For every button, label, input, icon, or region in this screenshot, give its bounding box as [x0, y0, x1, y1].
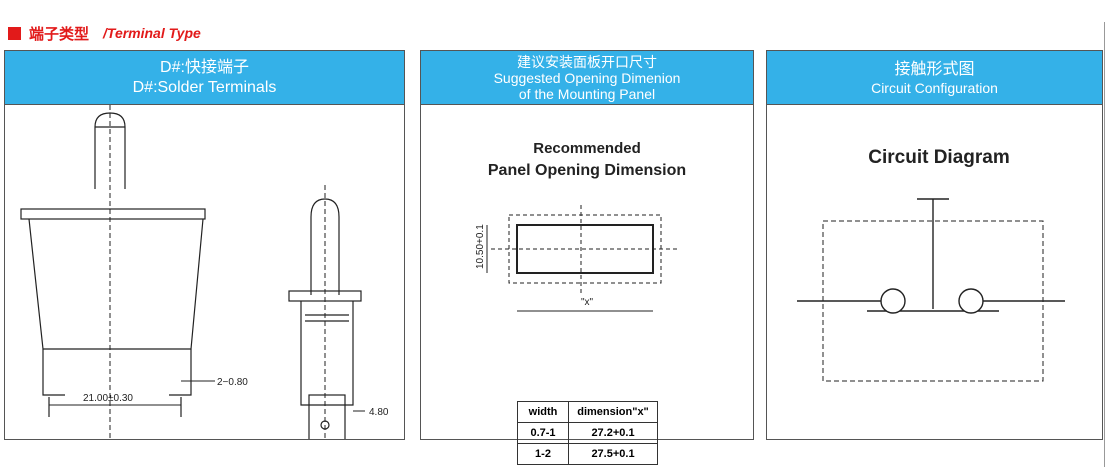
section-title-cn: 端子类型: [29, 25, 90, 43]
opening-drawing: Recommended Panel Opening Dimension 10.5…: [475, 140, 686, 312]
section-title-en: /Terminal Type: [103, 25, 201, 41]
terminal-drawing: 21.00±0.30 2−0.80 4.80: [20, 105, 389, 446]
terminal-dimension-label: 2−0.80: [217, 377, 248, 388]
x-dimension-label: "x": [581, 297, 594, 308]
opening-panel: 建议安装面板开口尺寸 Suggested Opening Dimenion of…: [420, 50, 754, 465]
circuit-header-cn: 接触形式图: [894, 60, 975, 78]
table-header-row: width dimension"x": [517, 401, 658, 423]
side-dimension-label: 4.80: [369, 407, 389, 418]
dimension-table: width dimension"x" 0.7-1 27.2+0.1 1-2 27…: [517, 401, 658, 465]
opening-header-en-1: Suggested Opening Dimenion: [493, 69, 681, 86]
section-title: 端子类型 /Terminal Type: [8, 24, 201, 43]
table-cell: 27.2+0.1: [568, 422, 658, 444]
contact-left: [880, 288, 906, 314]
opening-heading-line2: Panel Opening Dimension: [488, 162, 686, 179]
terminal-drawing-area: 21.00±0.30 2−0.80 4.80: [5, 105, 404, 446]
opening-panel-header: 建议安装面板开口尺寸 Suggested Opening Dimenion of…: [421, 51, 753, 105]
contact-right: [958, 288, 984, 314]
table-header-width: width: [517, 401, 569, 423]
opening-drawing-area: Recommended Panel Opening Dimension 10.5…: [421, 105, 753, 465]
table-row: 0.7-1 27.2+0.1: [517, 422, 658, 444]
terminal-panel: D#:快接端子 D#:Solder Terminals: [4, 50, 405, 446]
terminal-panel-header: D#:快接端子 D#:Solder Terminals: [5, 51, 404, 105]
title-marker: [8, 26, 21, 40]
table-row: 1-2 27.5+0.1: [517, 443, 658, 465]
circuit-panel-header: 接触形式图 Circuit Configuration: [767, 51, 1102, 105]
right-border-rule: [1104, 22, 1105, 467]
opening-header-cn: 建议安装面板开口尺寸: [517, 53, 657, 70]
circuit-drawing-area: Circuit Diagram: [767, 105, 1102, 439]
opening-header-en-2: of the Mounting Panel: [518, 85, 656, 102]
terminal-header-en: D#:Solder Terminals: [132, 78, 277, 96]
opening-heading-line1: Recommended: [533, 140, 641, 157]
width-dimension-label: 21.00±0.30: [83, 393, 133, 404]
circuit-panel: 接触形式图 Circuit Configuration Circuit Diag…: [766, 50, 1103, 440]
terminal-header-cn: D#:快接端子: [160, 58, 249, 76]
table-cell: 27.5+0.1: [568, 443, 658, 465]
table-header-dimension: dimension"x": [568, 401, 658, 423]
circuit-header-en: Circuit Configuration: [871, 79, 998, 96]
height-dimension-label: 10.50+0.1: [475, 224, 486, 269]
circuit-heading: Circuit Diagram: [868, 147, 1009, 168]
table-cell: 1-2: [517, 443, 569, 465]
circuit-diagram: Circuit Diagram: [797, 147, 1065, 382]
table-cell: 0.7-1: [517, 422, 569, 444]
